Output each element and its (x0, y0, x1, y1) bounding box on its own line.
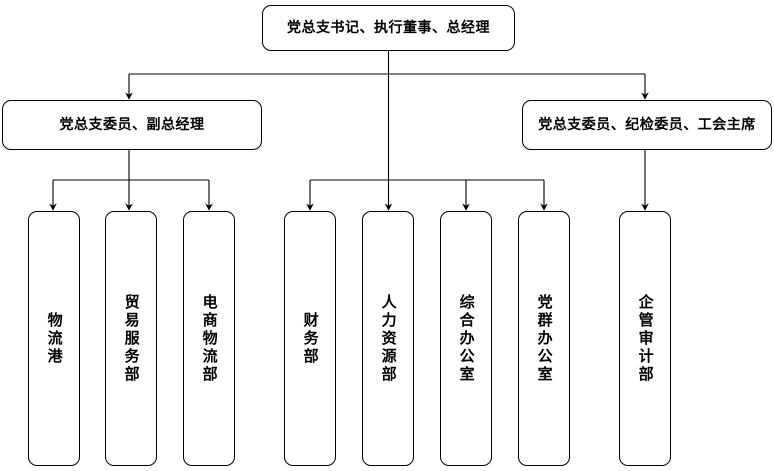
node-dept-general-office-label: 综合办公室 (457, 293, 476, 384)
node-dept-finance[interactable]: 财务部 (284, 211, 336, 466)
node-dept-enterprise-audit-label: 企管审计部 (636, 293, 655, 384)
node-dept-human-resources-label: 人力资源部 (379, 293, 398, 384)
node-top-leader-label: 党总支书记、执行董事、总经理 (287, 19, 490, 36)
node-dept-party-mass-office[interactable]: 党群办公室 (518, 211, 570, 466)
node-deputy-gm-label: 党总支委员、副总经理 (59, 116, 205, 133)
node-dept-general-office[interactable]: 综合办公室 (440, 211, 492, 466)
node-dept-ecommerce-logistics-label: 电商物流部 (200, 293, 219, 384)
node-dept-finance-label: 财务部 (301, 311, 320, 366)
node-dept-enterprise-audit[interactable]: 企管审计部 (619, 211, 671, 466)
node-discipline-union-chair-label: 党总支委员、纪检委员、工会主席 (538, 116, 756, 133)
node-dept-logistics-port-label: 物流港 (45, 311, 64, 366)
node-dept-ecommerce-logistics[interactable]: 电商物流部 (183, 211, 235, 466)
node-top-leader[interactable]: 党总支书记、执行董事、总经理 (262, 5, 515, 51)
node-dept-trade-service-label: 贸易服务部 (122, 293, 141, 384)
node-dept-logistics-port[interactable]: 物流港 (28, 211, 80, 466)
node-dept-trade-service[interactable]: 贸易服务部 (105, 211, 157, 466)
node-discipline-union-chair[interactable]: 党总支委员、纪检委员、工会主席 (522, 100, 772, 150)
node-deputy-gm[interactable]: 党总支委员、副总经理 (2, 100, 262, 150)
node-dept-human-resources[interactable]: 人力资源部 (362, 211, 414, 466)
node-dept-party-mass-office-label: 党群办公室 (535, 293, 554, 384)
